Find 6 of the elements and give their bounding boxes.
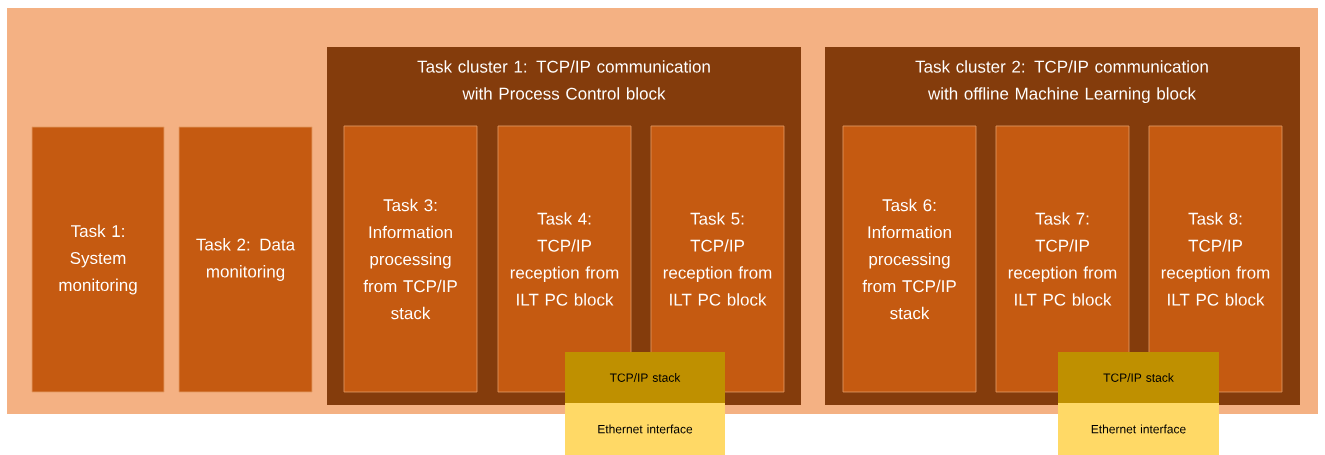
interface-box: Ethernet interface <box>565 403 725 455</box>
task-box: Task 1: System monitoring <box>31 126 165 393</box>
task-box: Task 6: Information processing from TCP/IP stack <box>842 125 977 393</box>
task-box: Task 2: Data monitoring <box>178 126 313 393</box>
task-box: Task 3: Information processing from TCP/IP stack <box>343 125 478 393</box>
interface-box: Ethernet interface <box>1058 403 1219 455</box>
